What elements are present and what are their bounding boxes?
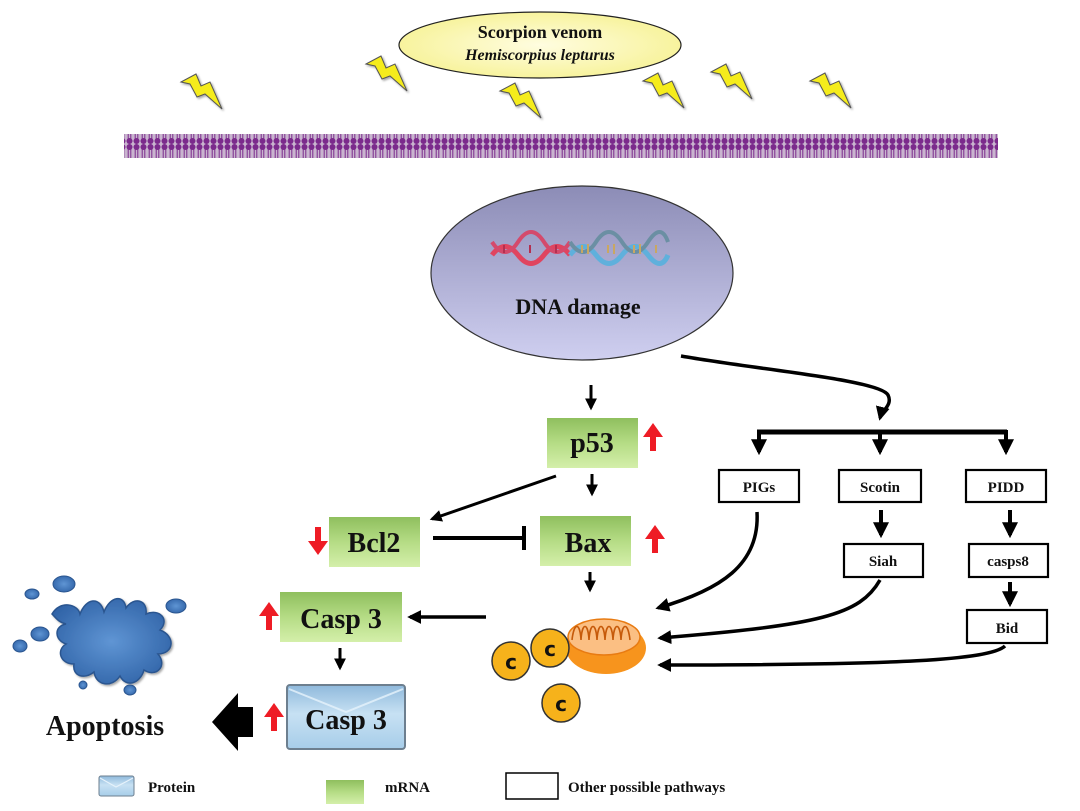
up-arrow-icon [645, 525, 665, 553]
node-pidd: PIDD [964, 468, 1048, 504]
legend-item-protein: Protein [98, 775, 196, 797]
lightning-bolt-icon [808, 72, 852, 109]
arrow-dna-to-other-pathways [680, 354, 891, 421]
dna-helix-icon [490, 230, 671, 266]
legend-item-mrna: mRNA [326, 780, 430, 804]
cytochrome-c-icon: c [491, 641, 531, 681]
pigs-label: PIGs [743, 480, 776, 496]
node-casps8: casps8 [967, 542, 1050, 579]
node-bax: Bax [540, 516, 665, 566]
cytochrome-c-group: c c c [491, 628, 581, 723]
legend-label-other: Other possible pathways [568, 780, 725, 796]
pidd-label: PIDD [988, 480, 1025, 496]
node-bcl2: Bcl2 [308, 517, 420, 567]
legend-label-mrna: mRNA [385, 780, 430, 796]
cytochrome-c-icon: c [541, 683, 581, 723]
arrow-pigs-to-mitochondria [655, 511, 759, 612]
arrow-siah-to-mitochondria [657, 579, 882, 645]
legend-item-other: Other possible pathways [505, 772, 725, 800]
dna-damage-label: DNA damage [515, 294, 641, 319]
inhibition-bcl2-bax [433, 526, 526, 550]
scotin-label: Scotin [860, 480, 901, 496]
venom-species: Hemiscorpius lepturus [464, 47, 615, 64]
lightning-bolt-icon [179, 73, 223, 110]
node-casp3-mrna: Casp 3 [259, 592, 402, 642]
up-arrow-icon [259, 602, 279, 630]
lightning-bolt-icon [364, 55, 408, 92]
node-pigs: PIGs [717, 468, 801, 504]
legend-label-protein: Protein [148, 780, 196, 796]
up-arrow-icon [643, 423, 663, 451]
casp3-protein-label: Casp 3 [305, 705, 387, 736]
dna-damage-node: DNA damage [430, 185, 734, 361]
lightning-bolt-icon [709, 63, 753, 100]
node-p53: p53 [547, 418, 663, 468]
cell-death-splash-icon [12, 575, 187, 696]
up-arrow-icon [264, 703, 284, 731]
siah-label: Siah [869, 554, 898, 570]
lightning-bolts [179, 55, 852, 119]
bcl2-label: Bcl2 [348, 528, 401, 559]
bax-label: Bax [565, 528, 612, 559]
node-scotin: Scotin [837, 468, 923, 504]
lightning-bolt-icon [641, 72, 685, 109]
lightning-bolt-icon [498, 82, 542, 119]
svg-text:c: c [555, 692, 567, 716]
cell-membrane [124, 134, 998, 158]
node-siah: Siah [842, 542, 925, 579]
bid-label: Bid [996, 621, 1019, 637]
arrow-p53-to-bcl2 [429, 474, 557, 522]
apoptosis-label: Apoptosis [46, 711, 164, 742]
mitochondrion-icon [566, 618, 646, 674]
legend: Protein mRNA Other possible pathways [98, 772, 725, 804]
casp3-mrna-label: Casp 3 [300, 604, 382, 635]
venom-title: Scorpion venom [478, 22, 603, 42]
pathway-branch [751, 429, 1014, 456]
down-arrow-icon [308, 527, 328, 555]
node-bid: Bid [965, 608, 1049, 645]
casps8-label: casps8 [987, 554, 1029, 570]
arrow-bid-to-mitochondria [657, 644, 1007, 672]
p53-label: p53 [570, 428, 614, 459]
svg-text:c: c [544, 637, 556, 661]
node-casp3-protein: Casp 3 [264, 684, 406, 750]
svg-text:c: c [505, 650, 517, 674]
scorpion-venom-source: Scorpion venom Hemiscorpius lepturus [398, 11, 682, 79]
arrow-to-apoptosis-icon [212, 693, 253, 751]
cytochrome-c-icon: c [530, 628, 570, 668]
